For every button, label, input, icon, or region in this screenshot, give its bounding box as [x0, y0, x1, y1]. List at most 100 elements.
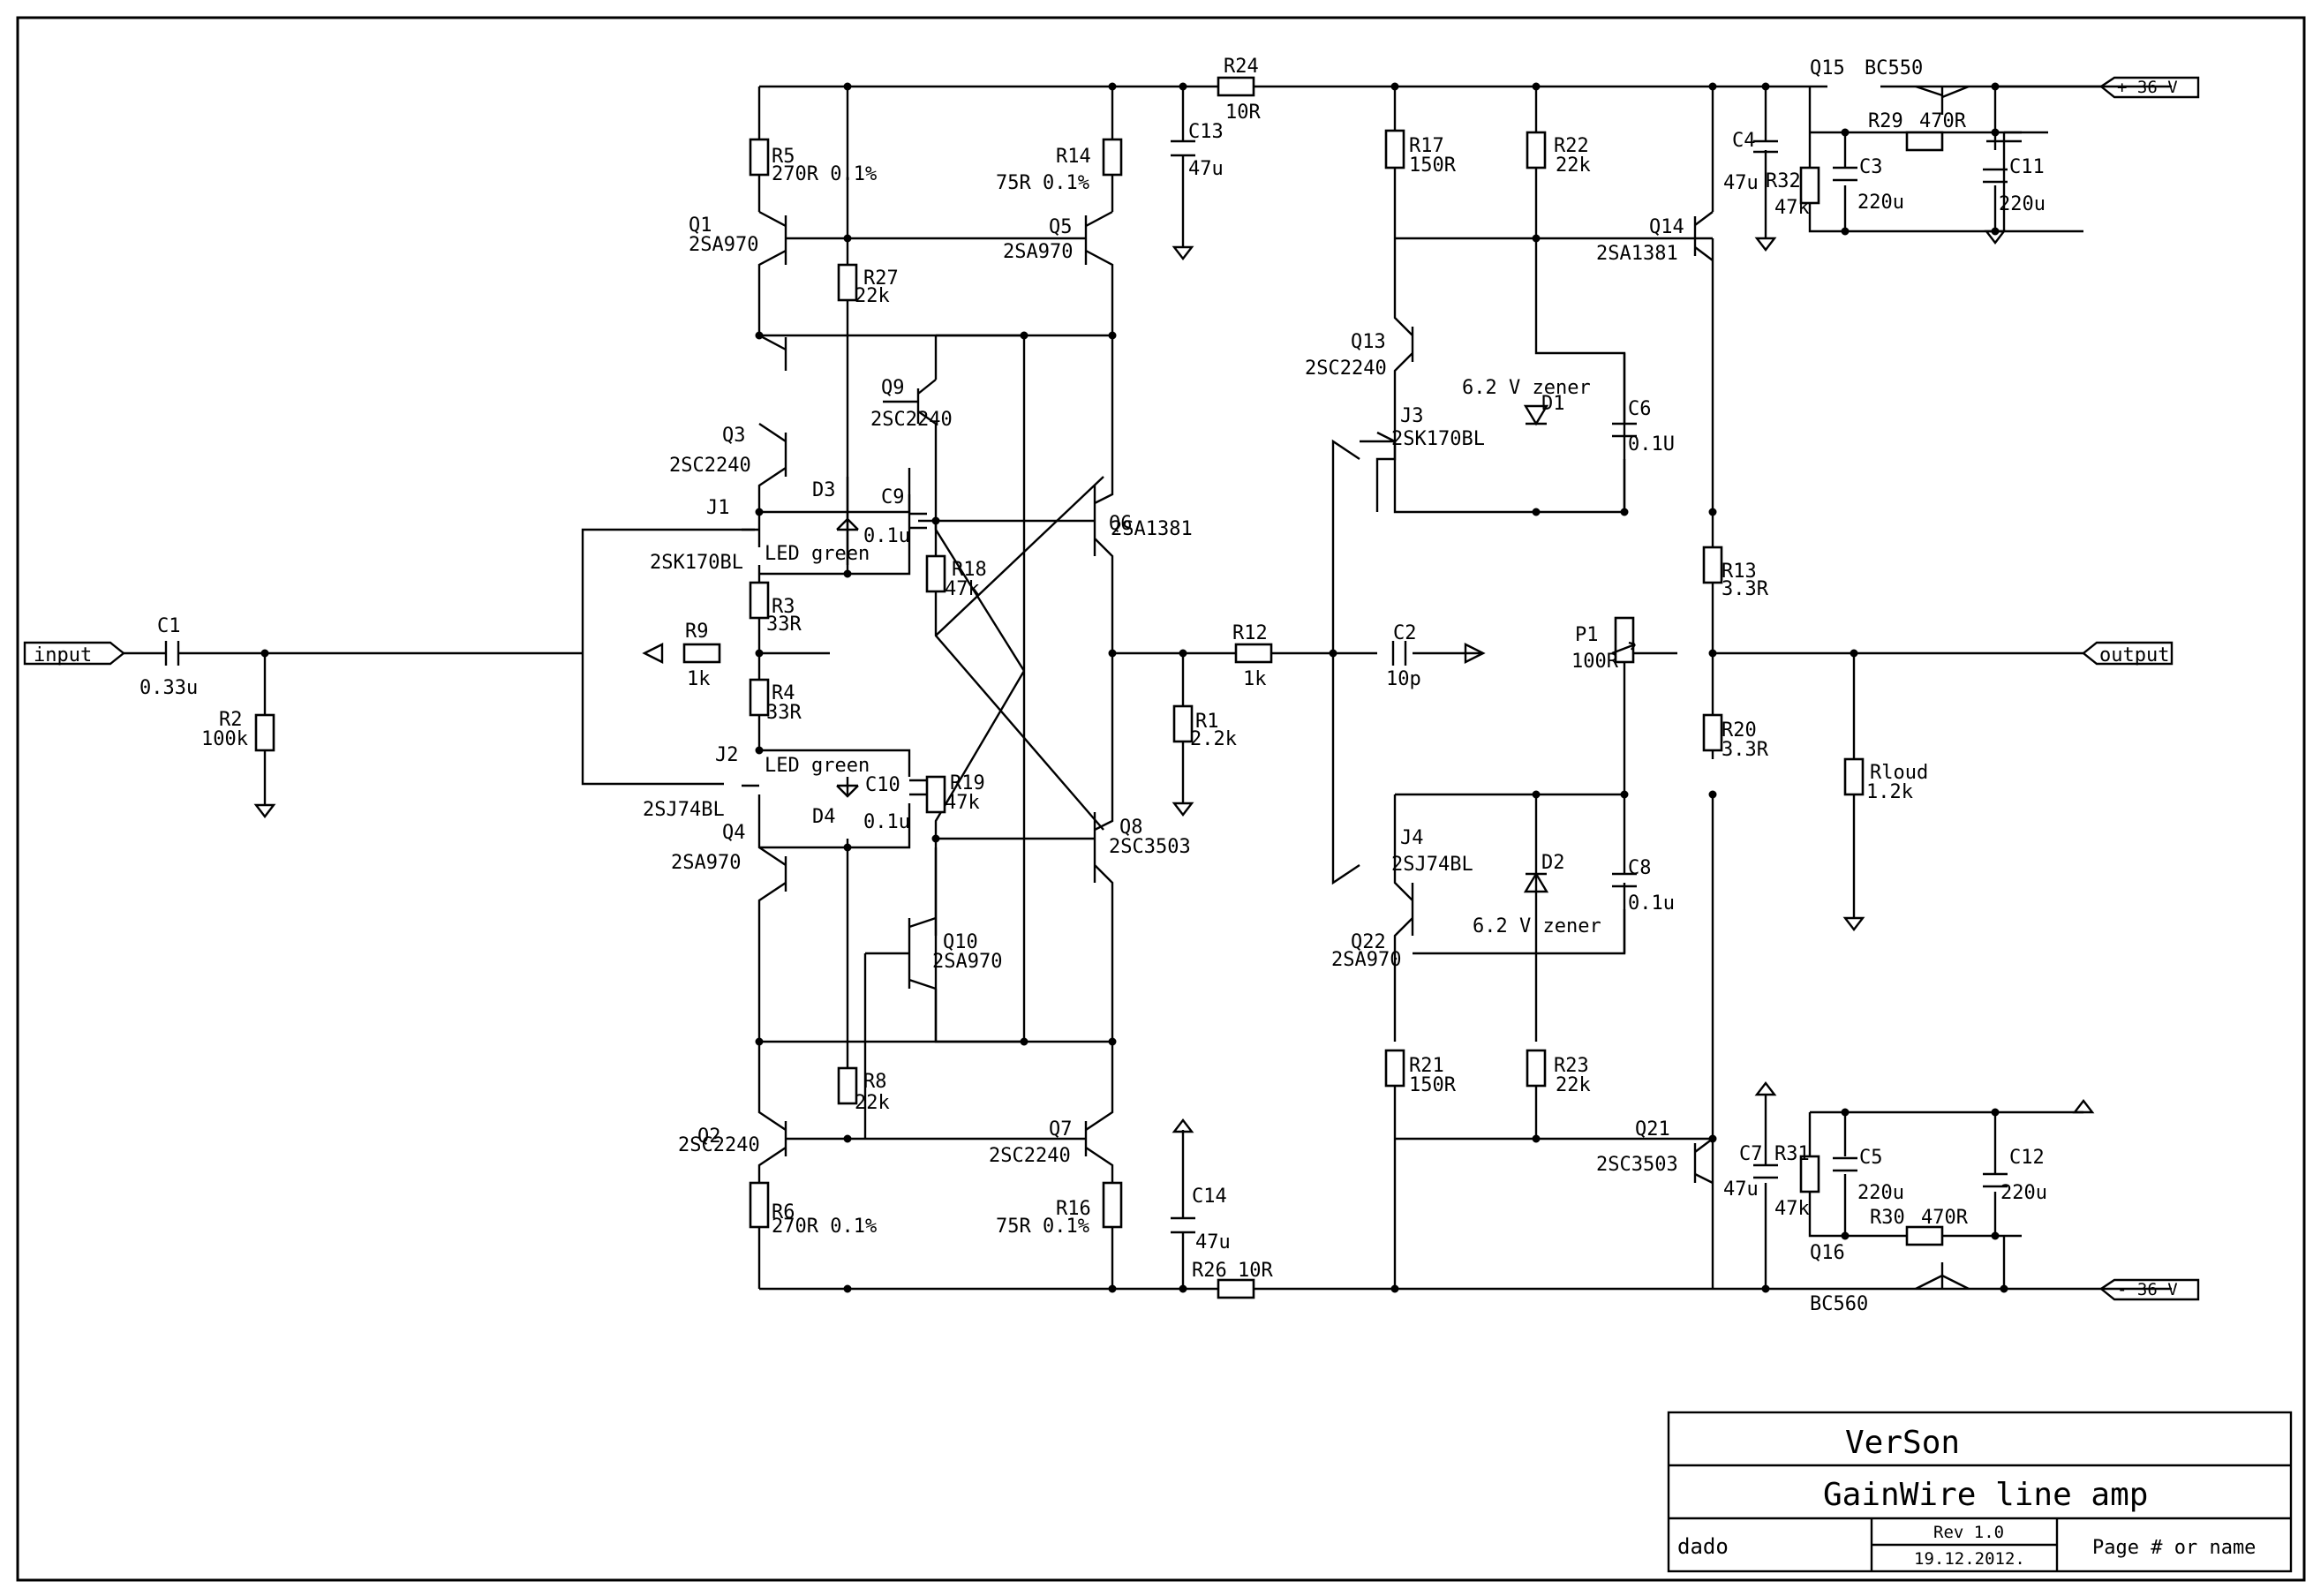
r22-value-label: 22k	[1556, 154, 1591, 177]
d4-ref-label: D4	[812, 806, 836, 828]
c6-value-label: 0.1U	[1628, 433, 1675, 455]
output-port-label: output	[2099, 644, 2169, 666]
r19-value-label: 47k	[945, 792, 980, 814]
rload-value-label: 1.2k	[1866, 781, 1913, 803]
r26-ref-label: R26	[1192, 1260, 1227, 1282]
q8-ref-label: Q8	[1119, 817, 1143, 839]
r16-ref-label: R16	[1056, 1198, 1091, 1220]
vneg-port-label: - 36 V	[2117, 1280, 2178, 1299]
diodes	[836, 404, 1549, 893]
q2-value-label: 2SC2240	[678, 1134, 760, 1156]
c11-ref-label: C11	[2009, 156, 2045, 178]
r32-ref-label: R32	[1766, 170, 1801, 192]
q16-value-label: BC560	[1810, 1293, 1868, 1315]
j2-value-label: 2SJ74BL	[643, 799, 725, 821]
r14-ref-label: R14	[1056, 146, 1091, 168]
r14-value-label: 75R 0.1%	[996, 172, 1089, 194]
q15-value-label: BC550	[1865, 57, 1923, 79]
q3-value-label: 2SC2240	[669, 455, 751, 477]
c13-value-label: 47u	[1188, 158, 1224, 180]
q4-ref-label: Q4	[722, 822, 746, 844]
r13-ref-label: R13	[1722, 561, 1757, 583]
p1-ref-label: P1	[1575, 624, 1599, 646]
input-port	[23, 641, 125, 666]
title-block-page: Page # or name	[2092, 1537, 2256, 1559]
c2-value-label: 10p	[1386, 668, 1421, 690]
c6-ref-label: C6	[1628, 398, 1652, 420]
q10-ref-label: Q10	[943, 931, 978, 953]
c10-ref-label: C10	[865, 774, 900, 796]
r24-ref-label: R24	[1224, 56, 1259, 78]
r3-ref-label: R3	[772, 596, 795, 618]
r17-value-label: 150R	[1409, 154, 1457, 177]
r31-ref-label: R31	[1774, 1143, 1810, 1165]
r4-value-label: 33R	[766, 702, 802, 724]
title-block-title: GainWire line amp	[1823, 1477, 2148, 1513]
d4-value-label: LED green	[765, 755, 870, 777]
q21-value-label: 2SC3503	[1596, 1154, 1678, 1176]
j1-ref-label: J1	[706, 497, 730, 519]
r19-ref-label: R19	[950, 772, 985, 794]
c5-ref-label: C5	[1859, 1147, 1883, 1169]
j4-ref-label: J4	[1400, 827, 1424, 849]
r9-ref-label: R9	[685, 621, 709, 643]
r23-ref-label: R23	[1554, 1055, 1589, 1077]
c14-ref-label: C14	[1192, 1186, 1227, 1208]
q2-ref-label: Q2	[697, 1125, 721, 1148]
q9-value-label: 2SC2240	[870, 409, 953, 431]
q1-ref-label: Q1	[689, 215, 712, 237]
q16-ref-label: Q16	[1810, 1242, 1845, 1264]
potentiometer-p1	[1611, 641, 1636, 655]
q13-ref-label: Q13	[1351, 331, 1386, 353]
r5-ref-label: R5	[772, 146, 795, 168]
r17-ref-label: R17	[1409, 135, 1444, 157]
r30-value-label: 470R	[1921, 1207, 1969, 1229]
r20-value-label: 3.3R	[1722, 739, 1769, 761]
r18-ref-label: R18	[952, 559, 987, 581]
title-block-company: VerSon	[1845, 1425, 1960, 1461]
q9-ref-label: Q9	[881, 377, 905, 399]
c4-ref-label: C4	[1732, 130, 1756, 152]
r21-ref-label: R21	[1409, 1055, 1444, 1077]
q5-value-label: 2SA970	[1003, 241, 1073, 263]
r13-value-label: 3.3R	[1722, 578, 1769, 600]
r12-value-label: 1k	[1243, 668, 1267, 690]
c11-value-label: 220u	[1999, 193, 2046, 215]
wires	[124, 85, 2172, 1291]
input-port-label: input	[34, 644, 92, 666]
drawing-frame	[16, 16, 2306, 1582]
q1-value-label: 2SA970	[689, 234, 758, 256]
r9-value-label: 1k	[687, 668, 711, 690]
rload-ref-label: Rloud	[1870, 762, 1928, 784]
q7-ref-label: Q7	[1049, 1118, 1073, 1141]
r30-ref-label: R30	[1870, 1207, 1905, 1229]
q13-value-label: 2SC2240	[1305, 358, 1387, 380]
r32-value-label: 47k	[1774, 197, 1810, 219]
q22-ref-label: Q22	[1351, 931, 1386, 953]
j4-value-label: 2SJ74BL	[1391, 854, 1473, 876]
c1-ref-label: C1	[157, 615, 181, 637]
c2-ref-label: C2	[1393, 622, 1417, 644]
q22-value-label: 2SA970	[1331, 949, 1401, 971]
title-block-author: dado	[1677, 1534, 1729, 1559]
d3-ref-label: D3	[812, 479, 836, 501]
c8-value-label: 0.1u	[1628, 892, 1675, 915]
c7-ref-label: C7	[1739, 1143, 1763, 1165]
q4-value-label: 2SA970	[671, 852, 741, 874]
title-block-revision: Rev 1.0	[1933, 1523, 2004, 1542]
j1-value-label: 2SK170BL	[650, 552, 743, 574]
d2-ref-label: D2	[1541, 852, 1565, 874]
c3-value-label: 220u	[1857, 192, 1904, 214]
r31-value-label: 47k	[1774, 1198, 1810, 1220]
j3-value-label: 2SK170BL	[1391, 428, 1485, 450]
c7-value-label: 47u	[1723, 1178, 1759, 1201]
q6-ref-label: Q6	[1109, 513, 1133, 535]
r22-ref-label: R22	[1554, 135, 1589, 157]
q5-ref-label: Q5	[1049, 216, 1073, 238]
c13-ref-label: C13	[1188, 121, 1224, 143]
q10-value-label: 2SA970	[932, 951, 1002, 973]
title-block-date: 19.12.2012.	[1914, 1549, 2025, 1569]
r20-ref-label: R20	[1722, 719, 1757, 742]
r1-value-label: 2.2k	[1190, 728, 1237, 750]
